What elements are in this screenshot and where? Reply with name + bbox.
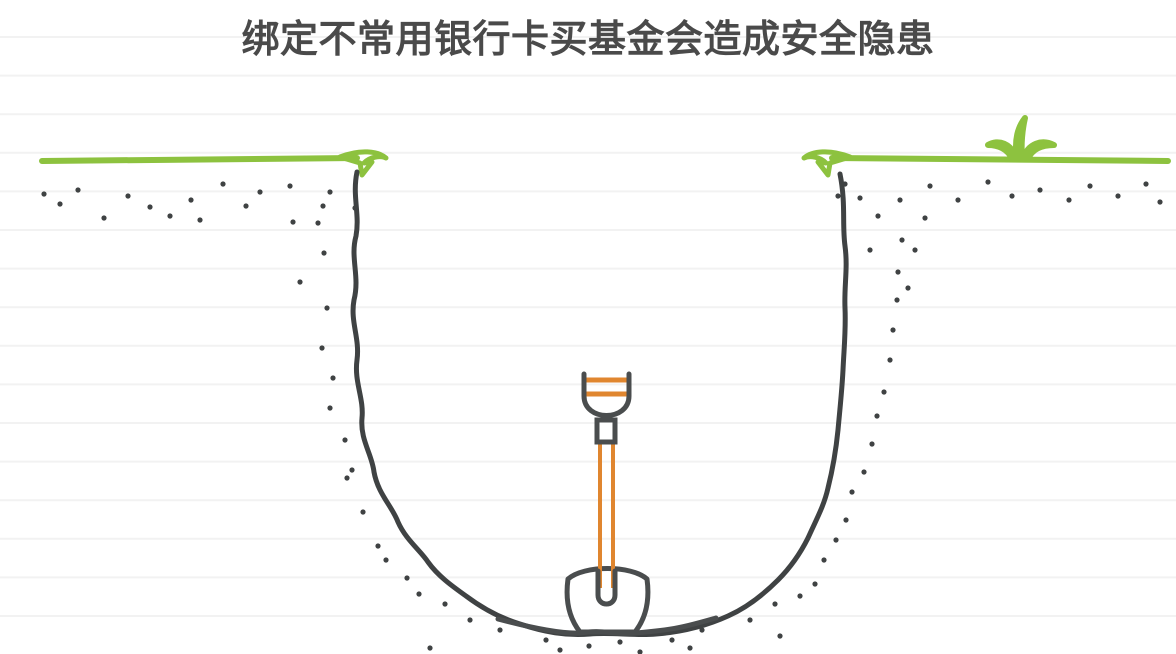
dirt-speck — [669, 637, 675, 643]
dirt-speck — [557, 647, 563, 653]
dirt-speck — [955, 197, 961, 203]
dirt-speck — [1037, 187, 1043, 193]
dirt-speck — [427, 645, 433, 651]
grass-hook-left-icon — [337, 149, 389, 178]
dirt-speck — [842, 181, 848, 187]
dirt-speck — [1066, 197, 1072, 203]
dirt-speck — [747, 617, 753, 623]
dirt-speck — [912, 247, 918, 253]
dirt-speck — [875, 213, 881, 219]
shovel — [495, 371, 719, 636]
dirt-speck — [344, 475, 350, 481]
dirt-specks — [41, 179, 1163, 654]
dirt-speck — [75, 187, 81, 193]
dirt-speck — [869, 441, 875, 447]
dirt-speck — [861, 469, 867, 475]
dirt-speck — [1087, 183, 1093, 189]
dirt-speck — [821, 557, 827, 563]
grass-tuft-icon — [985, 115, 1057, 162]
page-title: 绑定不常用银行卡买基金会造成安全隐患 — [241, 19, 935, 61]
dirt-speck — [167, 213, 173, 219]
dirt-speck — [349, 467, 355, 473]
dirt-speck — [257, 189, 263, 195]
dirt-speck — [699, 627, 705, 633]
dirt-speck — [220, 181, 226, 187]
dirt-speck — [1157, 199, 1163, 205]
dirt-speck — [1115, 193, 1121, 199]
dirt-speck — [147, 204, 153, 210]
shovel-d-grip — [581, 371, 632, 418]
dirt-speck — [812, 581, 818, 587]
dirt-speck — [315, 220, 321, 226]
dirt-speck — [101, 215, 107, 221]
dirt-speck — [342, 437, 348, 443]
dirt-speck — [881, 389, 887, 395]
dirt-speck — [497, 627, 503, 633]
ground-line-right — [829, 155, 1171, 164]
dirt-speck — [287, 183, 293, 189]
shovel-socket — [594, 417, 618, 445]
dirt-speck — [887, 357, 893, 363]
dirt-speck — [375, 543, 381, 549]
dirt-speck — [833, 537, 839, 543]
dirt-speck — [777, 633, 783, 639]
ground-line-left — [39, 155, 360, 164]
shovel-shaft-tip — [595, 568, 618, 607]
dirt-speck — [857, 195, 863, 201]
dirt-speck — [319, 345, 325, 351]
dirt-speck — [890, 327, 896, 333]
dirt-speck — [1143, 181, 1149, 187]
dirt-speck — [383, 557, 389, 563]
grass-hook-right-icon — [801, 149, 853, 178]
dirt-speck — [197, 217, 203, 223]
dirt-speck — [330, 375, 336, 381]
dirt-speck — [586, 643, 592, 649]
dirt-speck — [849, 489, 855, 495]
dirt-speck — [843, 517, 849, 523]
dirt-speck — [442, 601, 448, 607]
dirt-speck — [297, 279, 303, 285]
dirt-speck — [324, 305, 330, 311]
dirt-speck — [797, 593, 803, 599]
dirt-speck — [352, 205, 358, 211]
dirt-speck — [894, 297, 900, 303]
dirt-speck — [867, 247, 873, 253]
dirt-speck — [543, 637, 549, 643]
dirt-speck — [985, 179, 991, 185]
dirt-speck — [899, 237, 905, 243]
grass-group — [337, 115, 1057, 178]
dirt-speck — [327, 405, 333, 411]
dirt-speck — [927, 183, 933, 189]
dirt-speck — [404, 575, 410, 581]
dirt-speck — [41, 191, 47, 197]
dirt-speck — [416, 591, 422, 597]
dirt-speck — [320, 203, 326, 209]
dirt-speck — [327, 189, 333, 195]
dirt-speck — [922, 215, 928, 221]
dirt-speck — [243, 203, 249, 209]
dirt-speck — [188, 197, 194, 203]
dirt-speck — [874, 413, 880, 419]
dirt-speck — [687, 645, 693, 651]
dirt-speck — [617, 639, 623, 645]
dirt-speck — [905, 285, 911, 291]
shovel-blade-lip — [495, 615, 719, 636]
dirt-speck — [125, 193, 131, 199]
dirt-speck — [360, 509, 366, 515]
dirt-speck — [57, 201, 63, 207]
dirt-speck — [1009, 193, 1015, 199]
dirt-speck — [835, 193, 841, 199]
ground-line-group — [39, 155, 1171, 164]
dirt-speck — [467, 617, 473, 623]
dirt-speck — [772, 601, 778, 607]
dirt-speck — [897, 197, 903, 203]
dirt-speck — [637, 649, 643, 654]
shovel-blade — [564, 566, 651, 635]
dirt-speck — [895, 269, 901, 275]
dirt-speck — [290, 219, 296, 225]
dirt-speck — [321, 250, 327, 256]
